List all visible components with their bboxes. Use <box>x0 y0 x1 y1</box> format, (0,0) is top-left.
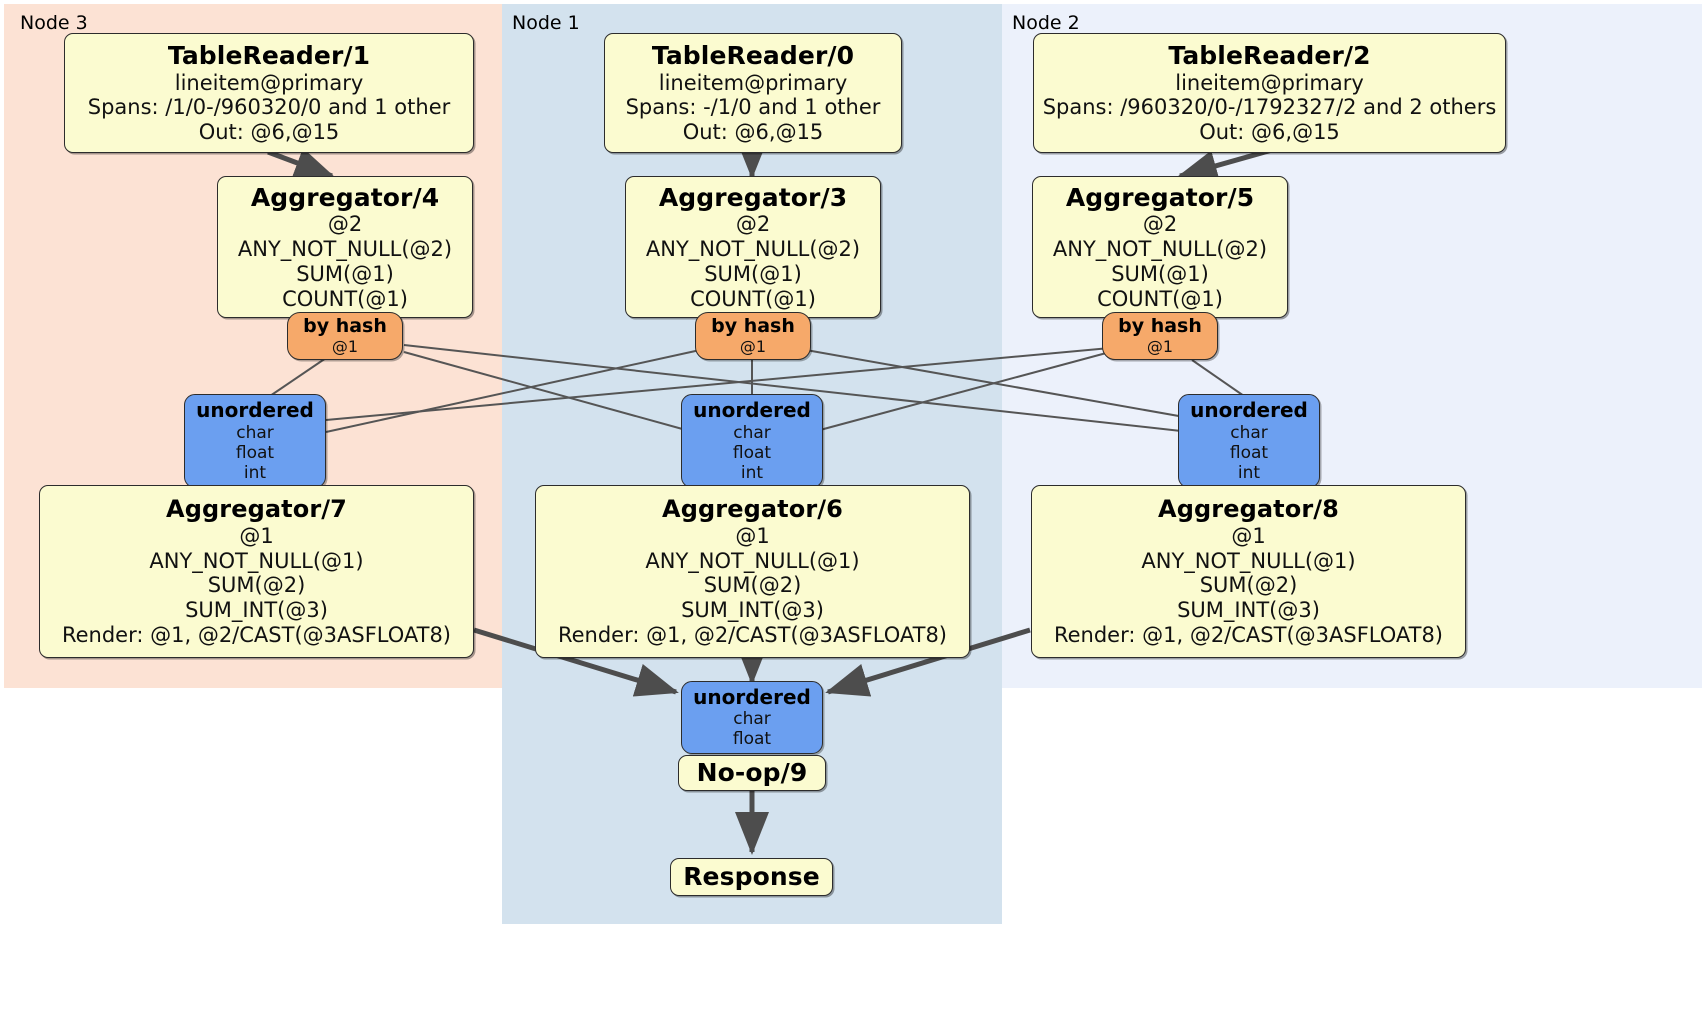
node-title: Aggregator/7 <box>166 495 347 524</box>
sync-unordered-final[interactable]: unordered char float <box>681 681 823 754</box>
node-line: ANY_NOT_NULL(@2) <box>237 236 453 261</box>
node-line: @1 <box>1231 523 1266 548</box>
node-line: Spans: /1/0-/960320/0 and 1 other <box>87 95 451 120</box>
node-title: Aggregator/3 <box>658 182 848 212</box>
node-line: COUNT(@1) <box>282 286 408 311</box>
node-title: Aggregator/8 <box>1158 495 1339 524</box>
node-aggregator-6[interactable]: Aggregator/6 @1 ANY_NOT_NULL(@1) SUM(@2)… <box>535 485 970 658</box>
node-line: SUM(@1) <box>1111 261 1209 286</box>
node-line: @1 <box>239 523 274 548</box>
node-line: Out: @6,@15 <box>682 120 824 145</box>
node-line: ANY_NOT_NULL(@1) <box>149 548 364 573</box>
node-response[interactable]: Response <box>670 858 833 896</box>
node-no-op-9[interactable]: No-op/9 <box>678 755 826 791</box>
sync-line: float <box>1229 442 1269 463</box>
sync-line: float <box>732 729 772 750</box>
node-line: SUM_INT(@3) <box>681 598 824 623</box>
node-line: SUM_INT(@3) <box>185 598 328 623</box>
cluster-node-1-label: Node 1 <box>512 12 580 34</box>
node-line: SUM(@1) <box>296 261 394 286</box>
sync-line: char <box>733 422 771 443</box>
sync-unordered-left[interactable]: unordered char float int <box>184 394 326 488</box>
node-tablereader-0[interactable]: TableReader/0 lineitem@primary Spans: -/… <box>604 33 902 153</box>
node-line: @2 <box>735 212 771 237</box>
router-title: by hash <box>303 315 387 338</box>
node-line: @1 <box>735 523 770 548</box>
node-line: Out: @6,@15 <box>198 120 340 145</box>
sync-line: int <box>1237 462 1261 483</box>
sync-title: unordered <box>196 398 314 423</box>
sync-line: int <box>740 462 764 483</box>
router-by-hash-left[interactable]: by hash @1 <box>287 312 403 360</box>
node-title: TableReader/2 <box>1168 41 1371 71</box>
sync-line: char <box>733 709 771 730</box>
router-line: @1 <box>331 336 359 356</box>
sync-line: float <box>235 442 275 463</box>
node-line: Spans: /960320/0-/1792327/2 and 2 others <box>1042 95 1497 120</box>
cluster-node-3-label: Node 3 <box>20 12 88 34</box>
node-title: Aggregator/4 <box>250 182 440 212</box>
node-aggregator-7[interactable]: Aggregator/7 @1 ANY_NOT_NULL(@1) SUM(@2)… <box>39 485 474 658</box>
router-title: by hash <box>1118 315 1202 338</box>
node-line: ANY_NOT_NULL(@1) <box>1141 548 1356 573</box>
router-line: @1 <box>1146 336 1174 356</box>
node-line: @2 <box>327 212 363 237</box>
node-aggregator-3[interactable]: Aggregator/3 @2 ANY_NOT_NULL(@2) SUM(@1)… <box>625 176 881 318</box>
node-aggregator-8[interactable]: Aggregator/8 @1 ANY_NOT_NULL(@1) SUM(@2)… <box>1031 485 1466 658</box>
node-line: SUM(@2) <box>207 573 306 598</box>
node-line: Render: @1, @2/CAST(@3ASFLOAT8) <box>61 622 452 647</box>
node-line: SUM(@2) <box>703 573 802 598</box>
sync-line: float <box>732 442 772 463</box>
node-line: SUM(@1) <box>704 261 802 286</box>
sync-unordered-mid[interactable]: unordered char float int <box>681 394 823 488</box>
node-title: Aggregator/5 <box>1065 182 1255 212</box>
node-line: Render: @1, @2/CAST(@3ASFLOAT8) <box>557 622 948 647</box>
node-line: lineitem@primary <box>1175 70 1364 95</box>
node-line: Render: @1, @2/CAST(@3ASFLOAT8) <box>1053 622 1444 647</box>
node-line: COUNT(@1) <box>1097 286 1223 311</box>
router-by-hash-mid[interactable]: by hash @1 <box>695 312 811 360</box>
node-line: Out: @6,@15 <box>1199 120 1340 145</box>
sync-line: char <box>236 422 274 443</box>
node-line: SUM(@2) <box>1199 573 1298 598</box>
node-title: Response <box>683 862 820 892</box>
node-aggregator-5[interactable]: Aggregator/5 @2 ANY_NOT_NULL(@2) SUM(@1)… <box>1032 176 1288 318</box>
sync-title: unordered <box>693 684 811 709</box>
node-tablereader-2[interactable]: TableReader/2 lineitem@primary Spans: /9… <box>1033 33 1506 153</box>
router-line: @1 <box>739 336 767 356</box>
node-line: COUNT(@1) <box>690 286 816 311</box>
node-line: SUM_INT(@3) <box>1177 598 1320 623</box>
node-title: No-op/9 <box>696 758 808 788</box>
node-line: ANY_NOT_NULL(@2) <box>1052 236 1268 261</box>
node-title: Aggregator/6 <box>662 495 843 524</box>
cluster-node-2-label: Node 2 <box>1012 12 1080 34</box>
node-aggregator-4[interactable]: Aggregator/4 @2 ANY_NOT_NULL(@2) SUM(@1)… <box>217 176 473 318</box>
sync-line: char <box>1230 422 1268 443</box>
node-line: ANY_NOT_NULL(@2) <box>645 236 861 261</box>
node-line: lineitem@primary <box>658 70 848 95</box>
router-title: by hash <box>711 315 795 338</box>
node-line: ANY_NOT_NULL(@1) <box>645 548 860 573</box>
sync-unordered-right[interactable]: unordered char float int <box>1178 394 1320 488</box>
sync-line: int <box>243 462 267 483</box>
sync-title: unordered <box>1190 398 1308 423</box>
node-title: TableReader/0 <box>651 41 855 71</box>
node-line: @2 <box>1142 212 1178 237</box>
node-title: TableReader/1 <box>167 41 371 71</box>
router-by-hash-right[interactable]: by hash @1 <box>1102 312 1218 360</box>
node-tablereader-1[interactable]: TableReader/1 lineitem@primary Spans: /1… <box>64 33 474 153</box>
node-line: lineitem@primary <box>174 70 364 95</box>
sync-title: unordered <box>693 398 811 423</box>
node-line: Spans: -/1/0 and 1 other <box>625 95 881 120</box>
